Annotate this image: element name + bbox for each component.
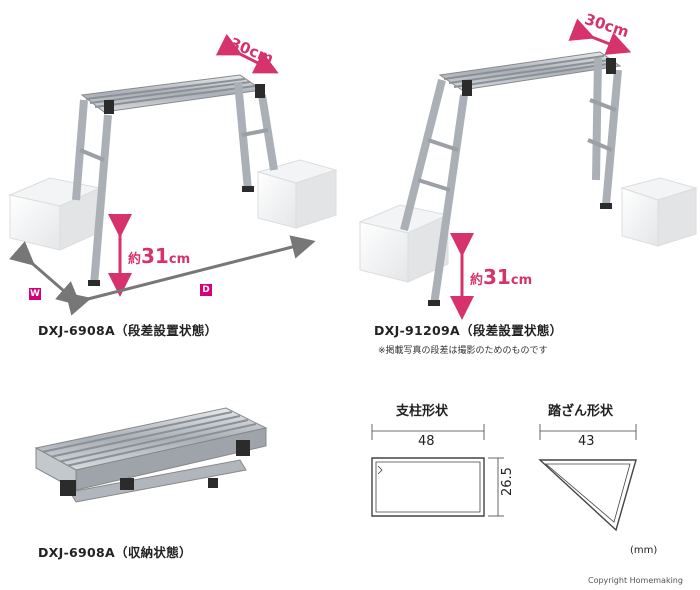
height-unit-b: cm [510,273,533,288]
model-caption-a-folded: DXJ-6908A（収納状態） [38,545,192,560]
leg-profile-width: 48 [418,434,435,449]
step-b-illustration [358,18,698,320]
height-prefix-a: 約 [128,252,142,267]
step-profile-diagram [538,424,637,532]
height-value-a: 31 [141,244,169,268]
height-prefix-b: 約 [470,273,484,288]
leg-profile-diagram [371,424,504,517]
d-tag: D [200,284,212,296]
height-label-b: 約31cm [470,265,532,289]
model-caption-a-step: DXJ-6908A（段差設置状態） [38,323,218,338]
folded-step-illustration [34,407,268,503]
copyright: Copyright Homemaking [588,576,683,585]
step-a-illustration [8,33,338,316]
unit-label: (mm) [630,545,658,556]
photo-note: ※掲載写真の段差は撮影のためのものです [378,346,548,356]
w-tag: W [29,288,41,300]
leg-profile-height: 26.5 [500,467,515,496]
model-caption-b-step: DXJ-91209A（段差設置状態） [374,323,563,338]
height-unit-a: cm [168,252,191,267]
height-label-a: 約31cm [128,244,190,268]
height-value-b: 31 [483,265,511,289]
leg-profile-title: 支柱形状 [396,404,449,419]
step-profile-title: 踏ざん形状 [548,404,614,419]
step-profile-width: 43 [578,434,595,449]
